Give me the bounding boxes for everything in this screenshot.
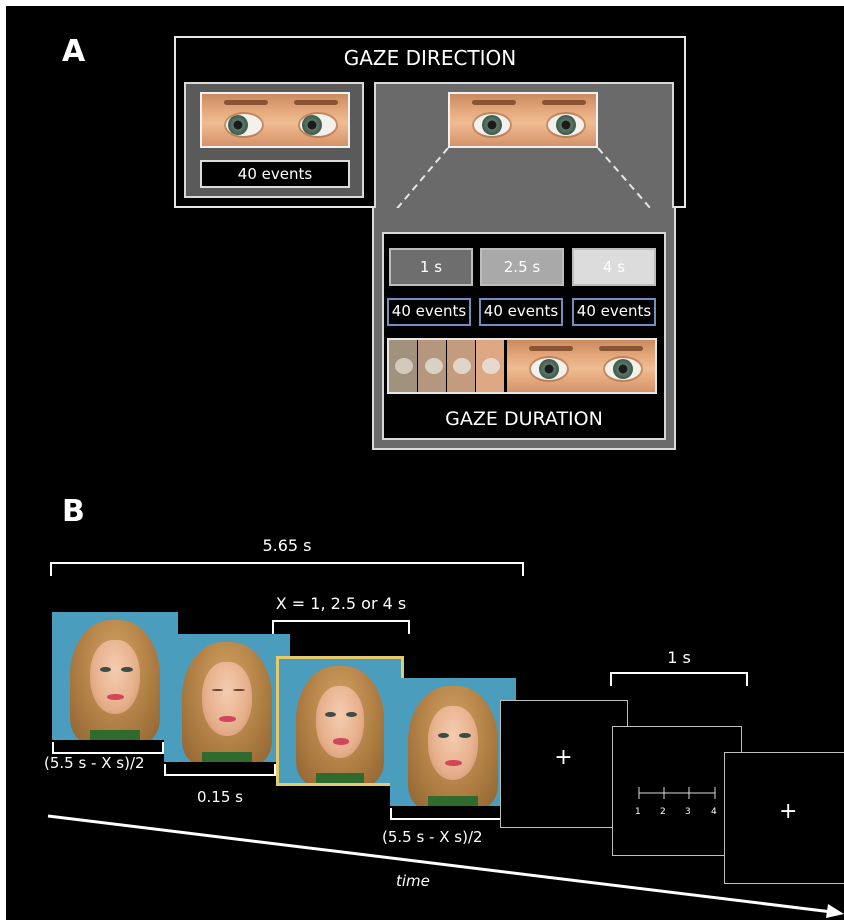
- face-averted-gaze: [52, 612, 178, 740]
- fixation-cross-1: +: [554, 745, 573, 770]
- time-label: time: [396, 872, 430, 890]
- gaze-duration-title: GAZE DURATION: [445, 408, 603, 430]
- scale-tick-4: 4: [711, 807, 717, 817]
- duration-4s-events: 40 events: [572, 298, 656, 326]
- panel-a-letter: A: [62, 34, 86, 69]
- total-duration-label: 5.65 s: [262, 536, 312, 555]
- fixation-screen-1: +: [500, 700, 628, 828]
- post-interval-label: (5.5 s - X s)/2: [382, 828, 483, 846]
- rating-duration-bracket: [610, 672, 748, 686]
- averted-events-label: 40 events: [200, 160, 350, 188]
- duration-2-5s: 2.5 s: [480, 248, 564, 286]
- face-blink: [164, 634, 290, 762]
- blink-duration-label: 0.15 s: [197, 788, 243, 806]
- fixation-screen-2: +: [724, 752, 844, 884]
- scale-tick-1: 1: [635, 807, 641, 817]
- gaze-duration-x-label: X = 1, 2.5 or 4 s: [275, 594, 407, 613]
- face-direct-gaze: [276, 656, 404, 786]
- duration-1s-events: 40 events: [387, 298, 471, 326]
- duration-4s: 4 s: [572, 248, 656, 286]
- time-arrow: [47, 814, 844, 918]
- pre-interval-bracket: [52, 742, 164, 754]
- gaze-duration-x-bracket: [272, 620, 410, 634]
- duration-2-5s-events: 40 events: [479, 298, 563, 326]
- figure-canvas: A GAZE DIRECTION 40 events 1 s 2.5 s 4 s…: [6, 6, 844, 920]
- scale-tick-2: 2: [660, 807, 666, 817]
- face-averted-gaze-return: [390, 678, 516, 806]
- duration-1s: 1 s: [389, 248, 473, 286]
- rating-duration-label: 1 s: [667, 648, 691, 667]
- zoom-lines: [383, 147, 665, 225]
- gaze-direction-title: GAZE DIRECTION: [343, 46, 517, 70]
- total-duration-bracket: [50, 562, 524, 576]
- scale-tick-3: 3: [685, 807, 691, 817]
- panel-b-letter: B: [62, 494, 85, 529]
- fixation-cross-2: +: [779, 799, 798, 824]
- pre-interval-label: (5.5 s - X s)/2: [44, 754, 145, 772]
- direct-eyes-image: [448, 92, 598, 148]
- fading-eyes-sequence: [387, 338, 657, 394]
- blink-bracket: [164, 764, 276, 776]
- averted-eyes-image: [200, 92, 350, 148]
- rating-screen: 1 2 3 4: [612, 726, 742, 856]
- rating-scale: [638, 787, 716, 799]
